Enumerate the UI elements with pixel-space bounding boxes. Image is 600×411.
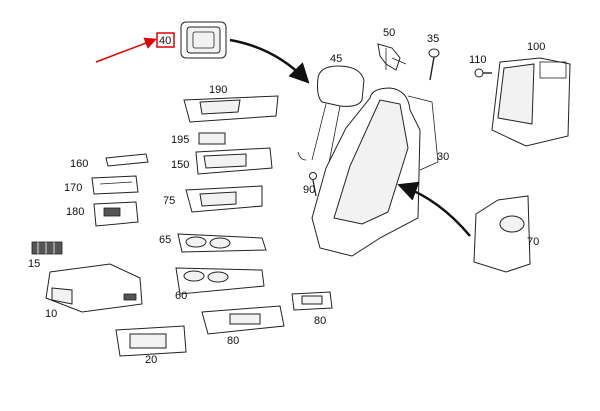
label-80-center: 80 (227, 335, 239, 347)
part-195[interactable]: 195 (171, 132, 226, 146)
label-90: 90 (303, 184, 315, 196)
part-10[interactable]: 10 (45, 263, 143, 320)
label-60: 60 (175, 290, 187, 302)
label-80-right: 80 (314, 315, 326, 327)
label-150: 150 (171, 159, 189, 171)
part-180[interactable]: 180 (66, 201, 139, 227)
label-75: 75 (163, 195, 175, 207)
part-190[interactable]: 190 (183, 84, 279, 123)
label-110: 110 (469, 54, 487, 66)
part-70[interactable]: 70 (473, 195, 539, 273)
label-35: 35 (427, 33, 439, 45)
label-65: 65 (159, 234, 171, 246)
part-90[interactable]: 90 (303, 172, 317, 197)
highlight-box (156, 32, 175, 48)
label-190: 190 (209, 84, 227, 96)
part-100[interactable]: 100 (491, 41, 571, 147)
label-100: 100 (527, 41, 545, 53)
part-75[interactable]: 75 (163, 185, 263, 213)
label-15: 15 (28, 258, 40, 270)
red-pointer-arrow (95, 37, 157, 63)
label-45: 45 (330, 53, 342, 65)
label-20: 20 (145, 354, 157, 366)
label-30: 30 (437, 151, 449, 163)
label-50: 50 (383, 27, 395, 39)
part-80-right[interactable]: 80 (291, 291, 333, 327)
part-150[interactable]: 150 (171, 147, 273, 175)
leader-arrow-70-30 (397, 181, 471, 237)
part-170[interactable]: 170 (64, 175, 139, 195)
label-180: 180 (66, 206, 84, 218)
part-160[interactable]: 160 (70, 153, 149, 170)
label-195: 195 (171, 134, 189, 146)
part-30[interactable]: 30 (311, 87, 449, 257)
part-65[interactable]: 65 (159, 233, 267, 253)
part-80-center[interactable]: 80 (201, 305, 285, 347)
part-60[interactable]: 60 (175, 267, 265, 302)
label-10: 10 (45, 308, 57, 320)
label-160: 160 (70, 158, 88, 170)
part-40[interactable]: 40 (156, 21, 227, 59)
label-70: 70 (527, 236, 539, 248)
part-50[interactable]: 50 (377, 27, 407, 71)
part-35[interactable]: 35 (427, 33, 440, 81)
leader-arrow-40-45 (229, 38, 310, 84)
part-15[interactable]: 15 (28, 241, 63, 270)
label-40: 40 (159, 35, 171, 47)
label-170: 170 (64, 182, 82, 194)
part-20[interactable]: 20 (115, 325, 187, 366)
part-45[interactable]: 45 (297, 53, 365, 169)
part-110[interactable]: 110 (469, 54, 492, 78)
